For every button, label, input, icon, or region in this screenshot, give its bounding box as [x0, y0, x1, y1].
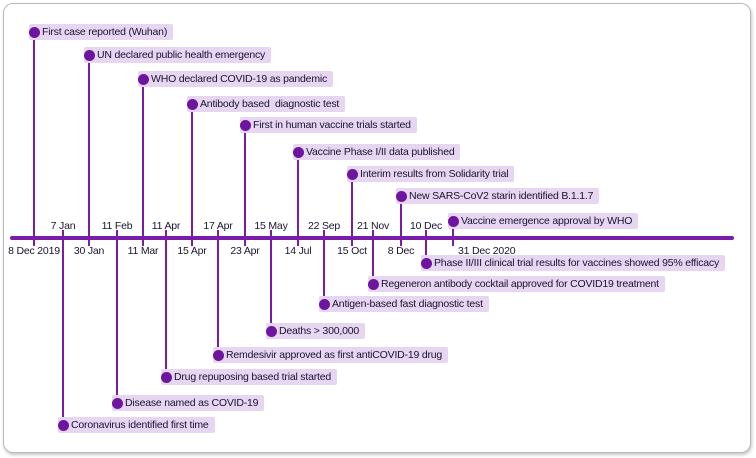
event-dot [239, 119, 251, 131]
event-dot [160, 371, 172, 383]
event-stem [164, 230, 168, 377]
event-date: 11 Mar [127, 245, 159, 257]
event-date: 23 Apr [230, 245, 260, 257]
event-label: Regeneron antibody cocktail approved for… [368, 276, 665, 292]
event-dot [367, 278, 379, 290]
event-dot [28, 26, 40, 38]
event-stem [322, 230, 326, 304]
event-stem [61, 230, 65, 425]
event-dot [292, 146, 304, 158]
event-date: 7 Jan [50, 220, 76, 232]
event-stem [451, 221, 455, 246]
event-dot [57, 419, 69, 431]
event-dot [346, 168, 358, 180]
event-dot [186, 98, 198, 110]
event-label: UN declared public health emergency [84, 47, 272, 63]
event-date: 22 Sep [307, 220, 341, 232]
event-date: 15 Oct [337, 245, 367, 257]
event-label: Antigen-based fast diagnostic test [319, 296, 489, 312]
event-date: 11 Feb [101, 220, 133, 232]
event-label: Drug repuposing based trial started [161, 369, 338, 385]
event-stem [269, 230, 273, 331]
event-stem [87, 55, 91, 246]
event-date: 21 Nov [356, 220, 390, 232]
event-label: Disease named as COVID-19 [112, 395, 265, 411]
event-date: 31 Dec 2020 [458, 245, 516, 257]
event-stem [243, 125, 247, 246]
event-label: Deaths > 300,000 [266, 323, 365, 339]
event-label: Antibody based diagnostic test [187, 96, 346, 112]
event-stem [115, 230, 119, 403]
event-dot [265, 325, 277, 337]
event-stem [296, 152, 300, 246]
event-dot [420, 257, 432, 269]
event-date: 11 Apr [151, 220, 181, 232]
event-stem [141, 79, 145, 246]
event-label: Coronavirus identified first time [58, 417, 215, 433]
event-label: Phase II/III clinical trial results for … [421, 255, 726, 271]
event-dot [318, 298, 330, 310]
event-date: 30 Jan [73, 245, 105, 257]
event-stem [371, 230, 375, 284]
event-date: 14 Jul [284, 245, 312, 257]
event-stem [216, 230, 220, 355]
event-label: Vaccine Phase I/II data published [293, 144, 461, 160]
event-stem [399, 196, 403, 246]
event-stem [32, 32, 36, 246]
event-label: WHO declared COVID-19 as pandemic [138, 71, 334, 87]
event-dot [447, 215, 459, 227]
event-date: 10 Dec [409, 220, 443, 232]
event-label: New SARS-CoV2 starin identified B.1.1.7 [396, 188, 600, 204]
event-label: Interim results from Solidarity trial [347, 166, 515, 182]
event-dot [212, 349, 224, 361]
event-date: 15 Apr [177, 245, 207, 257]
event-dot [395, 190, 407, 202]
event-date: 17 Apr [203, 220, 233, 232]
event-dot [111, 397, 123, 409]
event-label: Remdesivir approved as first antiCOVID-1… [213, 347, 449, 363]
event-label: Vaccine emergence approval by WHO [448, 213, 639, 229]
timeline-axis [10, 236, 734, 240]
event-dot [137, 73, 149, 85]
event-date: 8 Dec [387, 245, 415, 257]
event-label: First case reported (Wuhan) [29, 24, 174, 40]
event-stem [190, 104, 194, 246]
event-dot [83, 49, 95, 61]
event-date: 15 May [254, 220, 288, 232]
event-label: First in human vaccine trials started [240, 117, 417, 133]
event-date: 8 Dec 2019 [8, 245, 60, 257]
event-stem [350, 174, 354, 246]
event-stem [424, 230, 428, 263]
